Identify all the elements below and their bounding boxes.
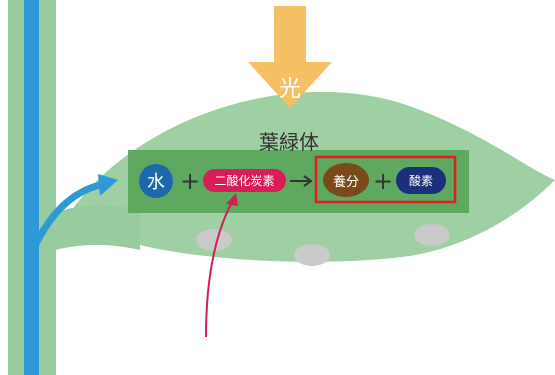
stoma [294, 244, 330, 266]
light-arrow-head [248, 62, 332, 108]
co2-intake-arrow [205, 201, 233, 338]
plus-sign-inputs: + [180, 167, 201, 195]
oxygen-label: 酸素 [408, 174, 433, 188]
nutrients-label: 養分 [332, 174, 359, 190]
light-label: 光 [278, 77, 301, 102]
light-arrow-shaft [274, 6, 306, 64]
products-highlight-box [314, 155, 457, 204]
oxygen-pill [396, 167, 446, 194]
co2-pill [203, 169, 286, 192]
stem-vein [24, 0, 39, 375]
water-flow-arrowhead [98, 174, 118, 196]
carbon-dioxide-label: 二酸化炭素 [214, 174, 275, 188]
water-circle [139, 164, 173, 198]
co2-intake-arrowhead [226, 193, 238, 206]
reaction-arrow-head [303, 175, 313, 187]
plus-sign-outputs: + [373, 167, 394, 195]
water-flow-arrow [30, 180, 108, 252]
chloroplast-label: 葉緑体 [259, 130, 319, 154]
stoma [196, 229, 232, 251]
water-label: 水 [147, 172, 165, 193]
nutrients-oval [323, 163, 369, 197]
stoma [414, 224, 450, 246]
